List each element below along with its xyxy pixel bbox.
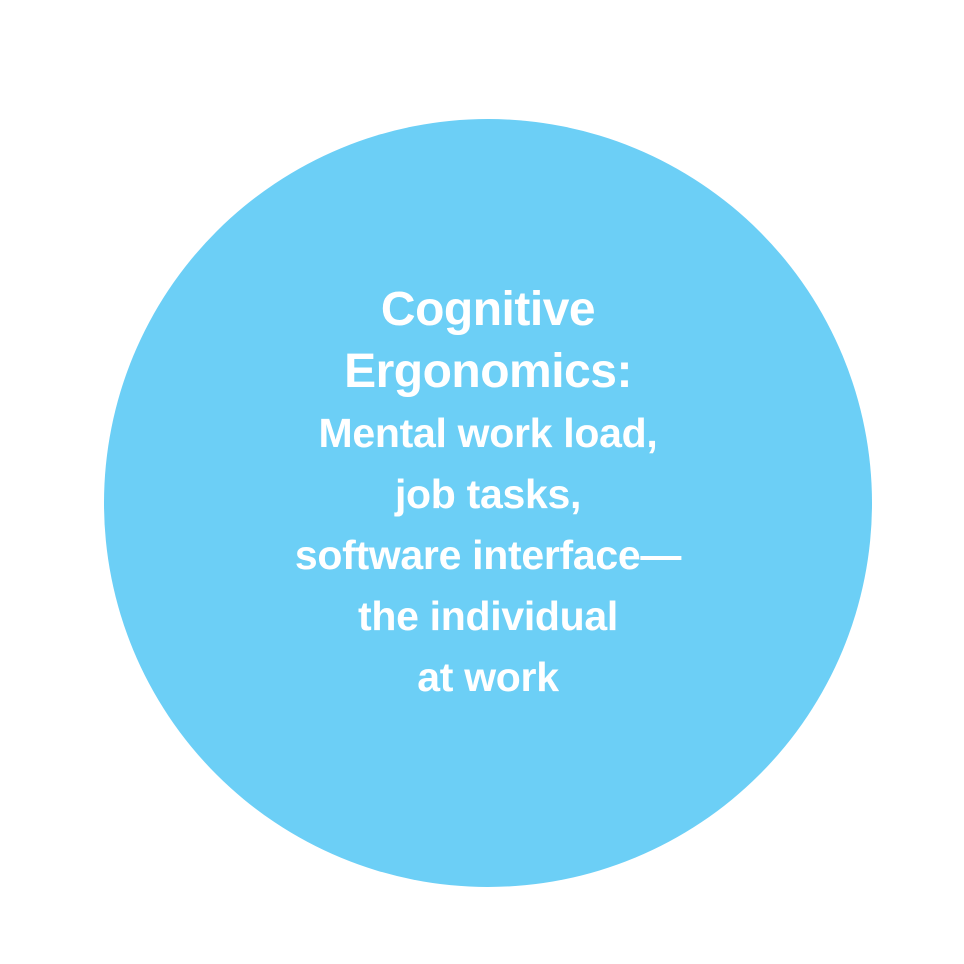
body-line-3: software interface— xyxy=(294,532,682,578)
title-line-1: Cognitive xyxy=(380,283,596,336)
cognitive-ergonomics-circle: Cognitive Ergonomics: Mental work load, … xyxy=(104,119,872,887)
body-line-2: job tasks, xyxy=(394,471,582,517)
title-line-2: Ergonomics: xyxy=(344,345,632,398)
body-line-5: at work xyxy=(417,654,559,700)
circle-label: Cognitive Ergonomics: Mental work load, … xyxy=(104,279,872,708)
body-line-4: the individual xyxy=(357,593,619,639)
body-line-1: Mental work load, xyxy=(318,410,658,456)
